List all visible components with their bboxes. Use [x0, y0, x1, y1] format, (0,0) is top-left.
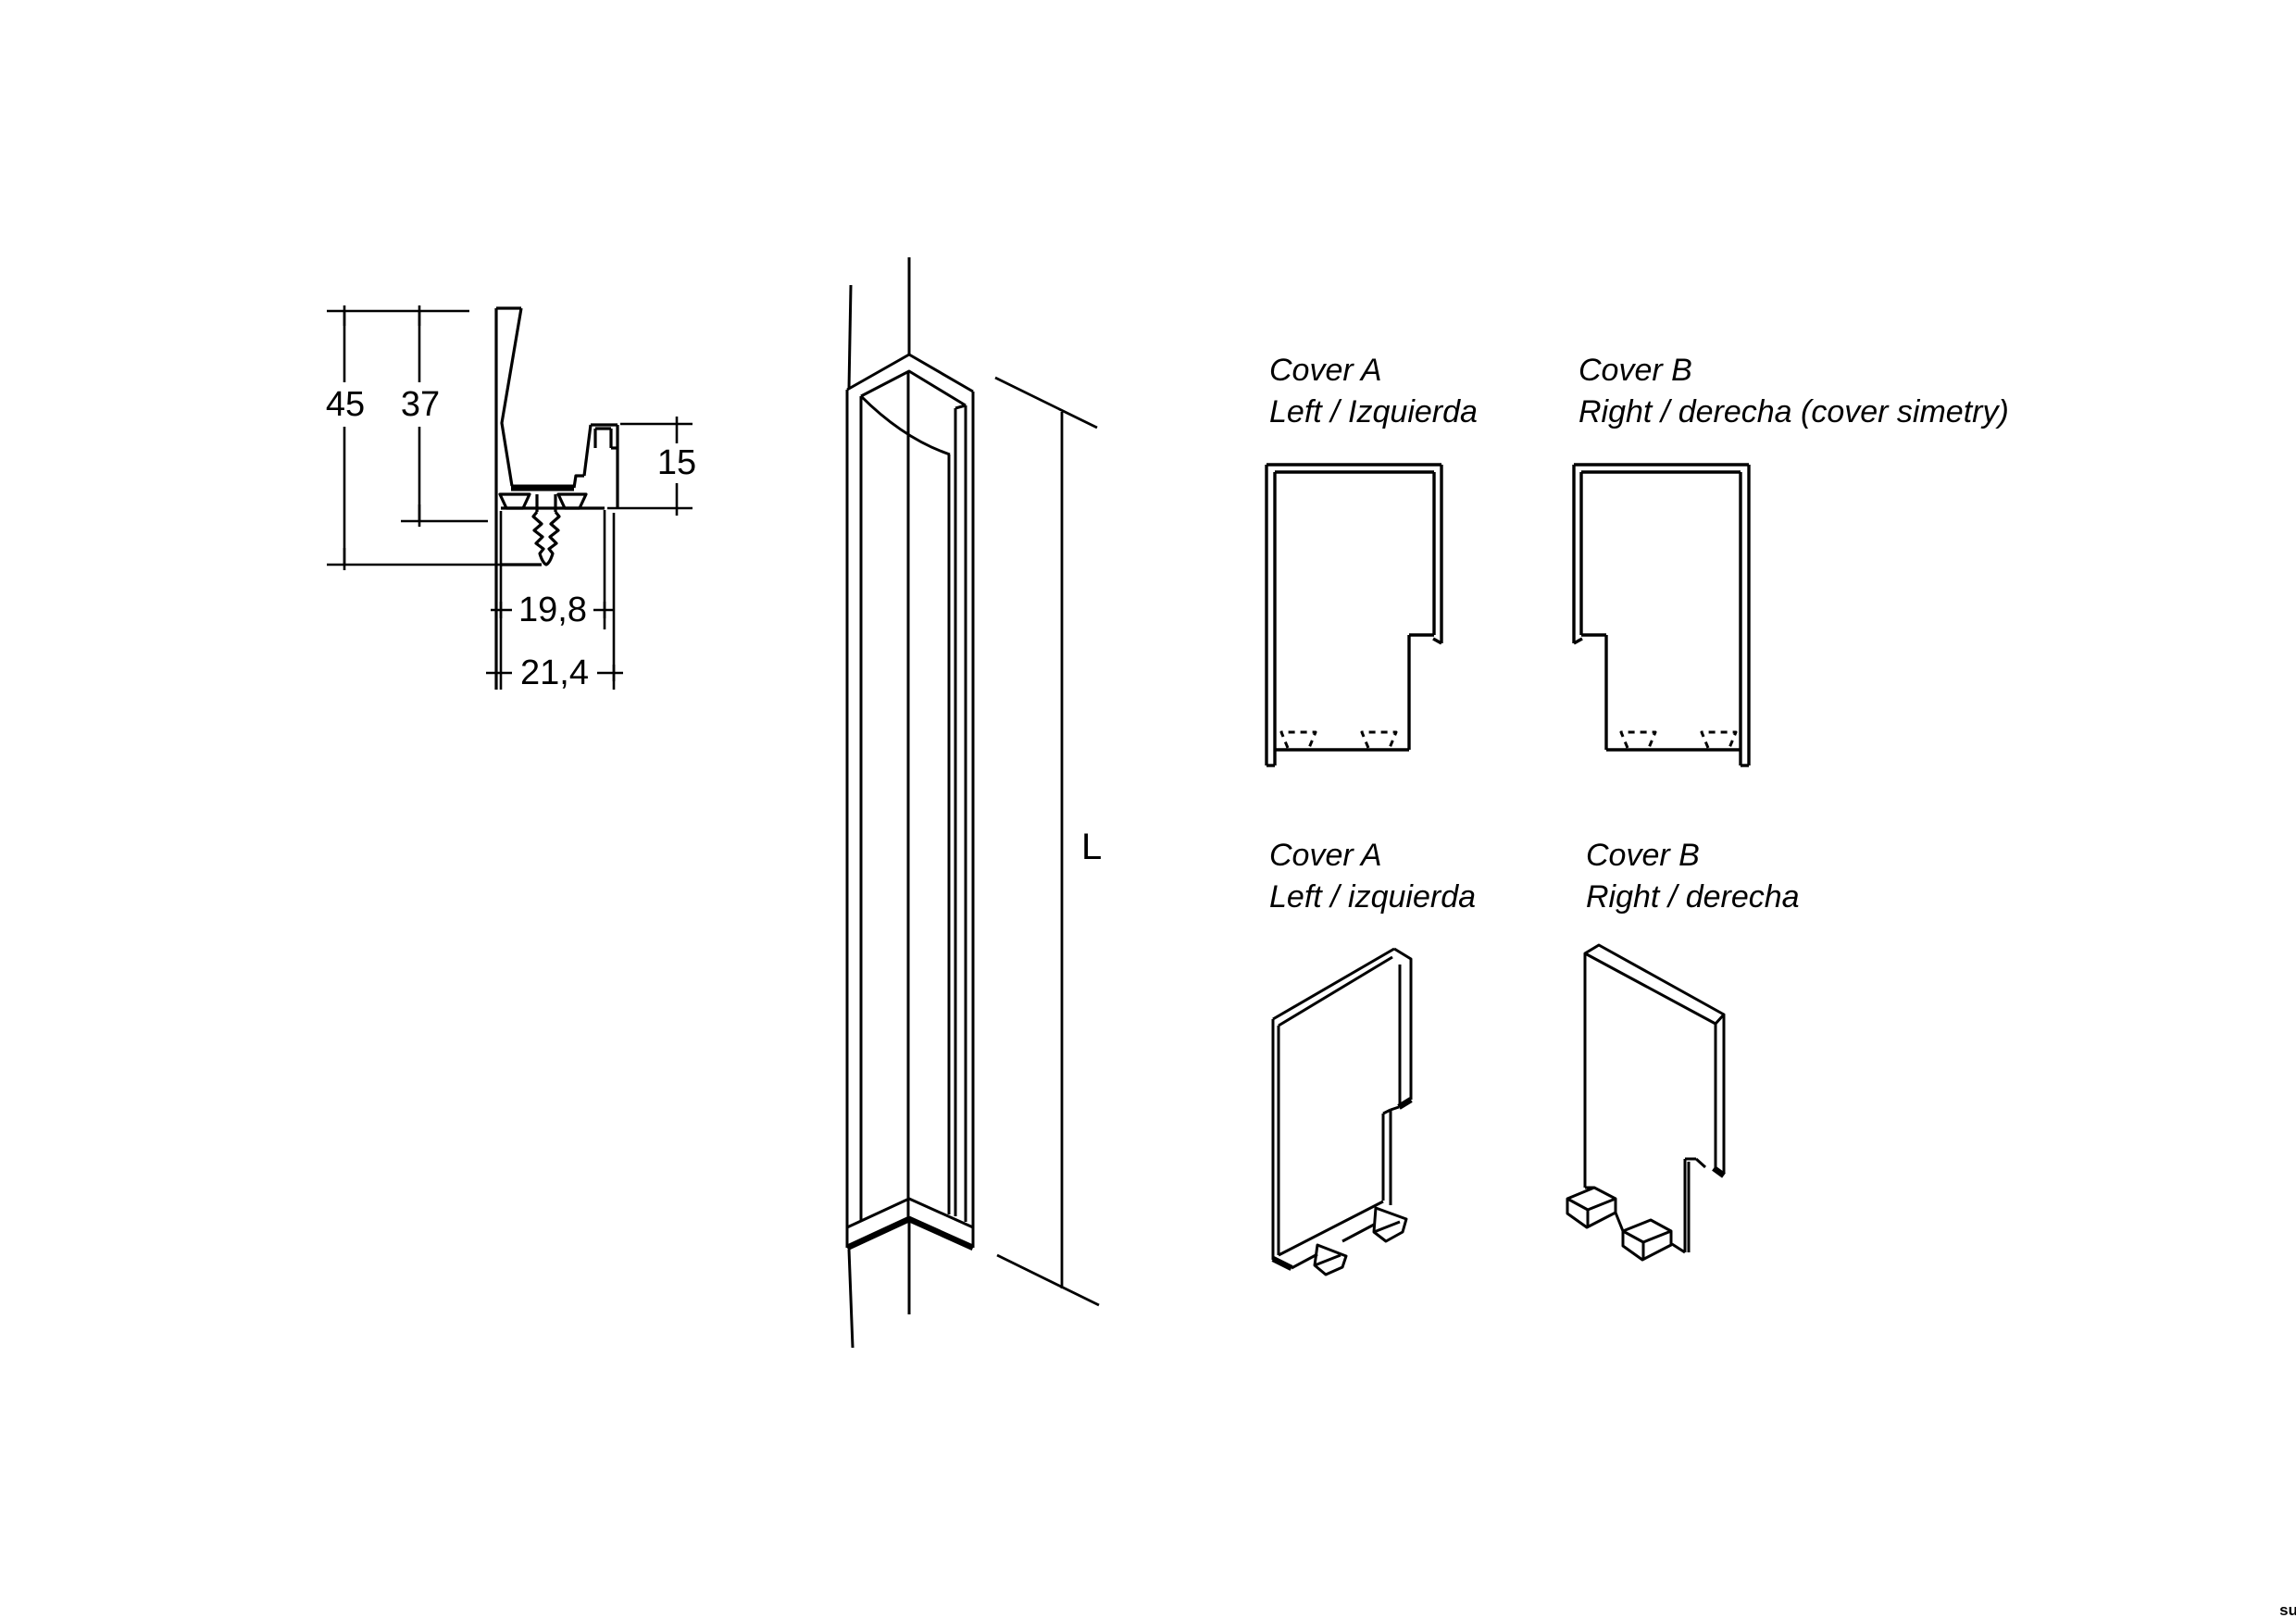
caption-cover-a-bottom-title: Cover A [1269, 838, 1382, 873]
caption-cover-a-top-title: Cover A [1269, 353, 1382, 388]
isometric-profile-drawing [845, 257, 1100, 1349]
cross-section-profile-drawing [327, 305, 693, 690]
dimension-width-outer: 21,4 [517, 655, 593, 691]
caption-cover-a-top-subtitle: Left / Izquierda [1269, 394, 1478, 429]
caption-cover-a-bottom: Cover A Left / izquierda [1269, 835, 1476, 918]
caption-cover-b-top-subtitle: Right / derecha (cover simetry) [1578, 394, 2009, 429]
caption-cover-b-top: Cover B Right / derecha (cover simetry) [1578, 350, 2009, 433]
caption-cover-b-bottom: Cover B Right / derecha [1586, 835, 1800, 918]
caption-cover-b-bottom-subtitle: Right / derecha [1586, 879, 1800, 915]
cover-b-isometric-drawing [1566, 943, 1726, 1262]
cover-a-section-drawing [1265, 463, 1443, 767]
dimension-height-inner: 37 [396, 387, 444, 422]
dimension-lip-height: 15 [653, 445, 701, 480]
caption-cover-a-top: Cover A Left / Izquierda [1269, 350, 1478, 433]
dimension-width-inner: 19,8 [515, 592, 591, 628]
caption-cover-b-bottom-title: Cover B [1586, 838, 1700, 873]
cover-a-isometric-drawing [1271, 947, 1413, 1276]
dimension-height-total: 45 [321, 387, 369, 422]
caption-cover-a-bottom-subtitle: Left / izquierda [1269, 879, 1477, 915]
profile-length-label: L [1079, 827, 1104, 867]
caption-cover-b-top-title: Cover B [1578, 353, 1692, 388]
corner-watermark: su [2279, 1601, 2296, 1618]
cover-b-section-drawing [1572, 463, 1751, 767]
